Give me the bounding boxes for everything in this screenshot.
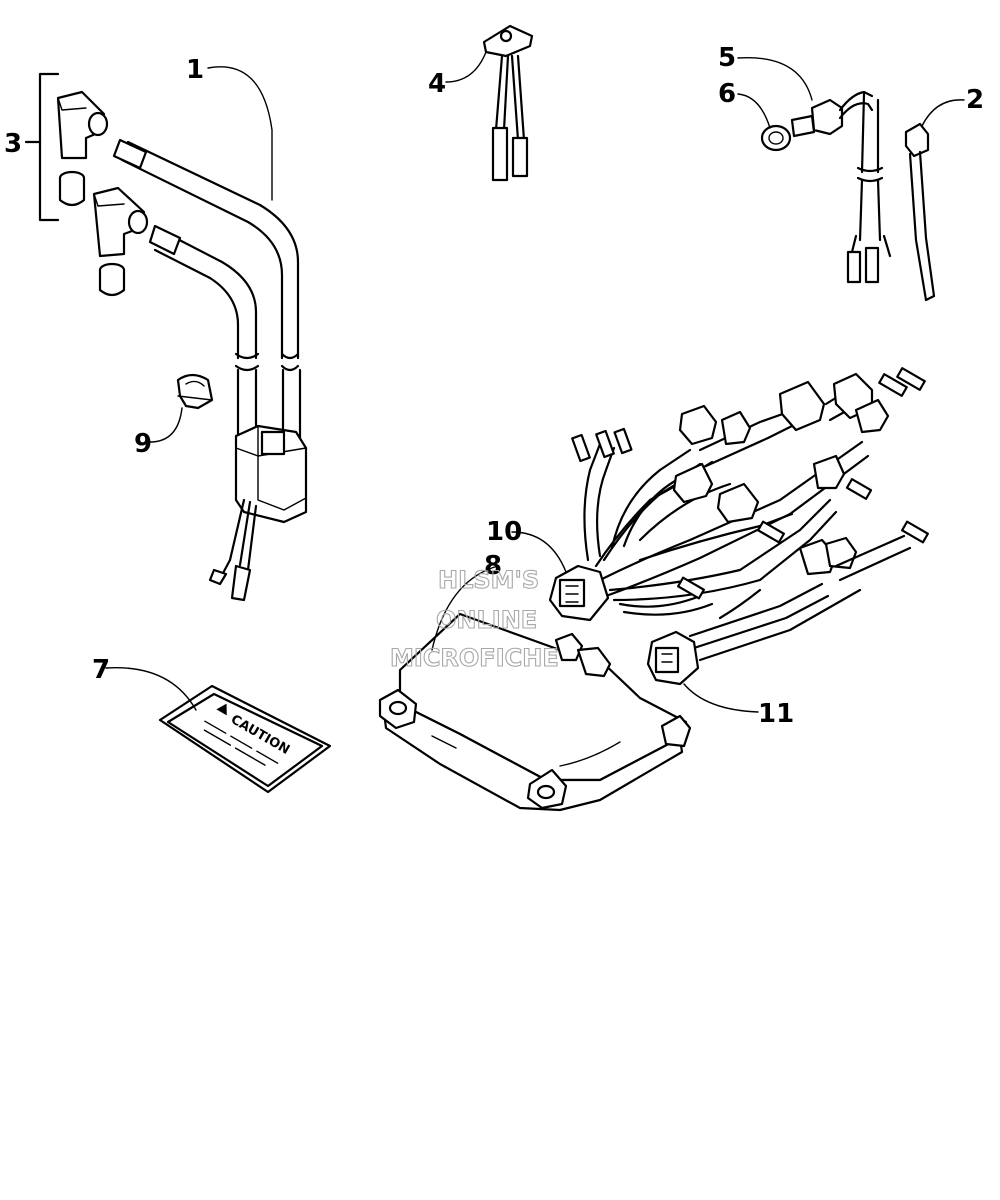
callout-labels: 1 2 3 4 5 6 7 8 9 10 11 xyxy=(4,43,984,729)
harness-connector xyxy=(646,582,862,686)
watermark: HLSM'S ONLINE MICROFICHE xyxy=(389,565,559,672)
callout-11: 11 xyxy=(758,699,794,729)
callout-2: 2 xyxy=(966,85,984,115)
callout-1: 1 xyxy=(186,55,204,85)
watermark-line-3: MICROFICHE xyxy=(390,644,559,672)
wiring-harness xyxy=(548,367,929,622)
temperature-switch xyxy=(760,90,892,284)
callout-5: 5 xyxy=(718,43,736,73)
callout-6: 6 xyxy=(718,79,736,109)
callout-8: 8 xyxy=(484,551,502,581)
callout-10: 10 xyxy=(486,517,522,547)
temp-sensor xyxy=(482,24,534,182)
control-module xyxy=(378,612,692,812)
callout-9: 9 xyxy=(134,429,152,459)
watermark-line-2: ONLINE xyxy=(436,606,537,634)
ignition-coil-assembly xyxy=(112,138,308,602)
callout-3: 3 xyxy=(4,129,22,159)
watermark-line-1: HLSM'S xyxy=(438,566,539,594)
cable-tie xyxy=(904,122,936,302)
clamp xyxy=(176,373,214,410)
callout-7: 7 xyxy=(92,655,110,685)
callout-4: 4 xyxy=(428,69,446,99)
spark-plug-caps xyxy=(24,72,149,297)
leader-lines xyxy=(105,51,965,713)
caution-decal: CAUTION xyxy=(158,684,332,794)
